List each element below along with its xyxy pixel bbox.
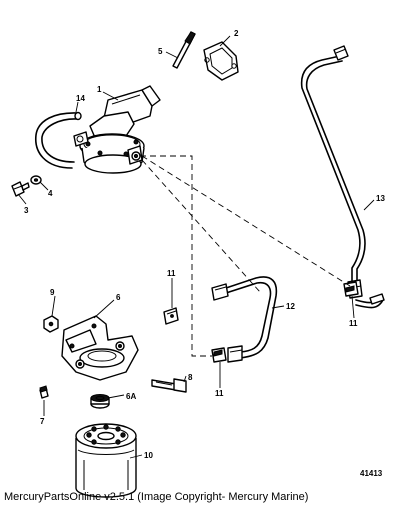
fitting-part-11-right[interactable] [343, 281, 359, 297]
lock-washer-part-4[interactable] [30, 175, 42, 185]
callout-12: 12 [286, 302, 295, 311]
callout-4: 4 [48, 189, 53, 198]
callout-11-right: 11 [349, 319, 358, 328]
callout-2: 2 [234, 29, 239, 38]
gasket-part-2[interactable] [203, 41, 239, 81]
fitting-part-11-lower[interactable] [211, 347, 227, 363]
callout-1: 1 [97, 85, 102, 94]
fuel-line-part-12[interactable] [211, 276, 278, 363]
callout-labels: 1 2 3 4 5 6 6A 7 8 9 10 11 11 11 12 13 1… [24, 29, 385, 478]
callout-6: 6 [116, 293, 121, 302]
callout-6a: 6A [126, 392, 136, 401]
callout-7: 7 [40, 417, 45, 426]
filter-canister-part-10[interactable] [75, 423, 137, 498]
filter-base-part-6[interactable] [61, 315, 139, 381]
copyright-caption: MercuryPartsOnline v2.5.1 (Image Copyrig… [4, 491, 309, 503]
callout-9: 9 [50, 288, 55, 297]
fuel-line-part-13[interactable] [300, 45, 385, 309]
plug-part-7[interactable] [39, 385, 49, 399]
push-rod-part-5[interactable] [172, 31, 196, 69]
fitting-part-6a[interactable] [90, 394, 110, 409]
callout-5: 5 [158, 47, 163, 56]
fitting-part-11-center[interactable] [163, 307, 179, 325]
callout-13: 13 [376, 194, 385, 203]
callout-3: 3 [24, 206, 29, 215]
callout-14: 14 [76, 94, 85, 103]
screw-part-3[interactable] [11, 181, 30, 197]
fuel-hose-part-14[interactable] [35, 111, 82, 169]
nut-part-9[interactable] [43, 315, 59, 333]
routing-dashed-lines [140, 155, 351, 357]
bolt-part-8[interactable] [151, 378, 187, 393]
leader-lines [17, 35, 375, 459]
callout-11-center: 11 [167, 269, 176, 278]
figure-number: 41413 [360, 469, 383, 478]
callout-8: 8 [188, 373, 193, 382]
callout-10: 10 [144, 451, 153, 460]
callout-11-lower: 11 [215, 389, 224, 398]
